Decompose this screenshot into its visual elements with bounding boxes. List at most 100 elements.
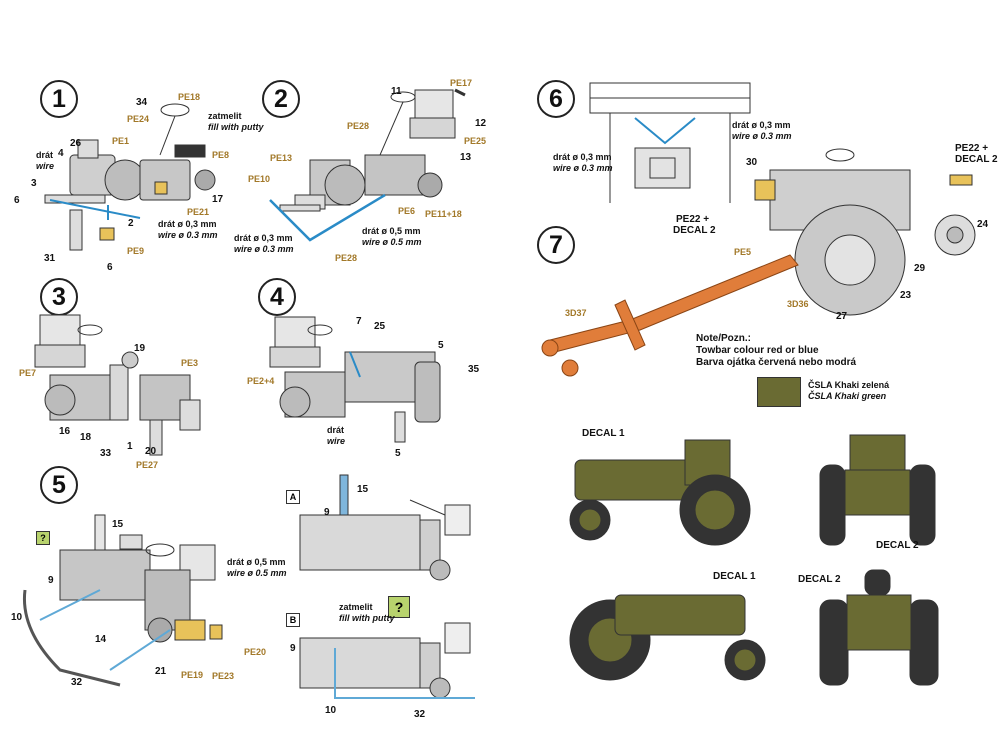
part-label: PE2+4 [247, 376, 275, 386]
part-label: 1 [127, 441, 133, 452]
part-label: 25 [374, 321, 386, 332]
part-label: 15 [112, 519, 124, 530]
part-label: PE17 [450, 78, 473, 88]
step-number: 3 [40, 278, 78, 316]
part-label: PE8 [212, 150, 230, 160]
part-label: 7 [356, 316, 362, 327]
part-label: 26 [70, 138, 82, 149]
detail-b-box: B [286, 613, 300, 627]
decal-label: DECAL 1 [713, 571, 756, 582]
part-label: PE18 [178, 92, 201, 102]
part-label: 9 [48, 575, 54, 586]
part-label: PE10 [248, 174, 271, 184]
step2-assembly-drawing [269, 88, 466, 242]
part-label: 5 [438, 340, 444, 351]
part-label: 10 [11, 612, 23, 623]
step3-assembly-drawing [34, 314, 201, 456]
question-mark-box: ? [388, 596, 410, 618]
part-label: 32 [414, 709, 426, 720]
part-label: PE11+18 [425, 209, 462, 219]
part-label: PE24 [127, 114, 150, 124]
part-label: 12 [475, 118, 487, 129]
part-label: PE7 [19, 368, 37, 378]
part-label: 6 [107, 262, 113, 273]
part-label: PE19 [181, 670, 204, 680]
part-label: DECAL 2 [673, 225, 716, 236]
step7-assembly-drawing [541, 148, 976, 377]
step-number: 4 [258, 278, 296, 316]
part-label: 35 [468, 364, 480, 375]
tractor-side-view-1 [569, 439, 751, 546]
part-label: PE20 [244, 647, 267, 657]
part-label: PE22 + [955, 143, 989, 154]
part-label: PE28 [335, 253, 358, 263]
part-label: 14 [95, 634, 107, 645]
tractor-front-view [819, 569, 939, 686]
step-number: 2 [262, 80, 300, 118]
decal-label: DECAL 2 [798, 574, 841, 585]
decal-label: DECAL 1 [582, 428, 625, 439]
part-label: 32 [71, 677, 83, 688]
tractor-side-view-2 [569, 594, 766, 681]
part-label: DECAL 2 [955, 154, 998, 165]
part-label: PE22 + [676, 214, 710, 225]
khaki-color-swatch [757, 377, 801, 407]
part-label: 31 [44, 253, 56, 264]
part-label: 34 [136, 97, 148, 108]
part-label: PE28 [347, 121, 370, 131]
part-label: PE1 [112, 136, 130, 146]
part-label: 18 [80, 432, 92, 443]
detail-a-box: A [286, 490, 300, 504]
decal-label: DECAL 2 [876, 540, 919, 551]
part-label: 16 [59, 426, 71, 437]
detail-b-drawing [299, 622, 475, 699]
part-label: 3D37 [565, 308, 587, 318]
part-label: 11 [391, 86, 402, 97]
towbar-note: Note/Pozn.: Towbar colour red or blue Ba… [696, 333, 857, 368]
part-label: PE9 [127, 246, 145, 256]
part-label: 30 [746, 157, 758, 168]
step5-assembly-drawing [22, 514, 223, 687]
part-label: 24 [977, 219, 989, 230]
part-label: PE23 [212, 671, 235, 681]
tractor-rear-view-1 [819, 434, 936, 546]
part-label: 3 [31, 178, 37, 189]
part-label: 20 [145, 446, 157, 457]
question-mark-box: ? [36, 531, 50, 545]
step-number: 1 [40, 80, 78, 118]
part-label: 3D36 [787, 299, 809, 309]
step-number: 5 [40, 466, 78, 504]
part-label: PE27 [136, 460, 159, 470]
part-label: PE13 [270, 153, 293, 163]
detail-a-drawing [299, 474, 471, 581]
step1-assembly-drawing [44, 103, 216, 251]
step6-assembly-drawing [589, 82, 751, 203]
part-label: 2 [128, 218, 134, 229]
step-number: 7 [537, 226, 575, 264]
step4-assembly-drawing [269, 316, 441, 443]
part-label: 15 [357, 484, 369, 495]
part-label: 23 [900, 290, 912, 301]
part-label: 6 [14, 195, 20, 206]
part-label: 10 [325, 705, 337, 716]
part-label: 21 [155, 666, 167, 677]
part-label: PE25 [464, 136, 487, 146]
part-label: 19 [134, 343, 146, 354]
part-label: PE5 [734, 247, 752, 257]
part-label: 33 [100, 448, 112, 459]
step-number: 6 [537, 80, 575, 118]
part-label: PE21 [187, 207, 210, 217]
part-label: 4 [58, 148, 64, 159]
part-label: 13 [460, 152, 472, 163]
part-label: 17 [212, 194, 224, 205]
